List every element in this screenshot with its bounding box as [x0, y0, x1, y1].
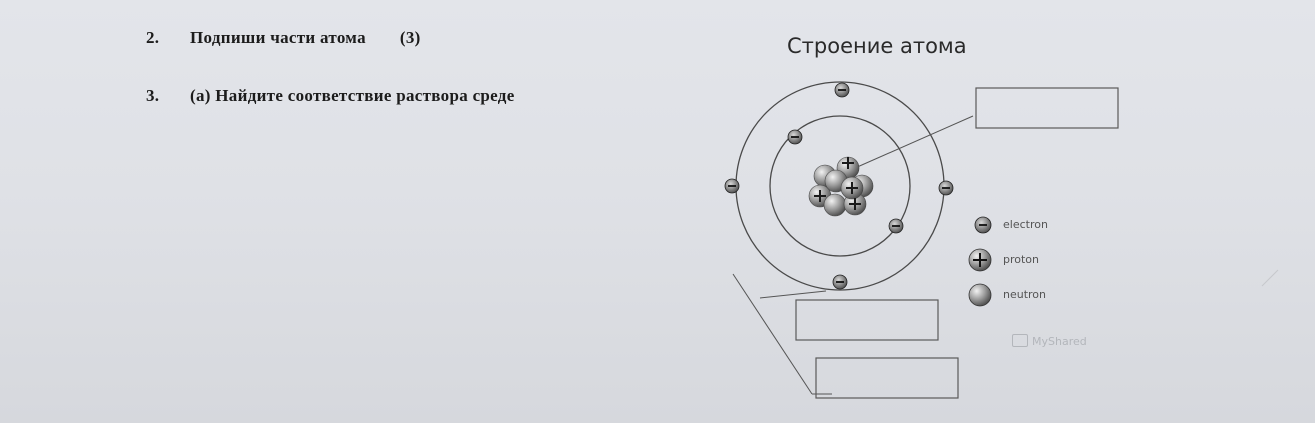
leader-line-top	[854, 115, 974, 169]
electron	[834, 82, 850, 98]
leader-line-diagonal	[732, 273, 813, 395]
paper-mark	[1261, 269, 1279, 287]
electron	[938, 180, 954, 196]
electron-icon	[974, 216, 992, 234]
proton-icon	[968, 248, 992, 272]
watermark-text: MyShared	[1032, 335, 1087, 348]
electron	[787, 129, 803, 145]
electron	[724, 178, 740, 194]
nucleon	[823, 193, 847, 217]
proton-sign	[814, 157, 861, 210]
task-2: 2. Подпиши части атома (3)	[146, 28, 421, 48]
neutron-icon	[968, 283, 992, 307]
electron	[832, 274, 848, 290]
task-2-text: Подпиши части атома	[190, 28, 366, 47]
answer-box-top[interactable]	[975, 87, 1119, 129]
watermark: MyShared	[1012, 334, 1087, 348]
myshared-logo-icon	[1012, 334, 1028, 347]
task-2-points: (3)	[399, 28, 421, 47]
task-2-number: 2.	[146, 28, 160, 47]
legend-neutron-label: neutron	[1003, 288, 1047, 301]
answer-box-middle[interactable]	[795, 299, 939, 341]
legend-proton-label: proton	[1003, 253, 1040, 266]
electron	[888, 218, 904, 234]
nucleus	[808, 156, 874, 217]
figure-title: Строение атома	[787, 34, 967, 58]
legend-electron-label: electron	[1003, 218, 1048, 231]
answer-box-bottom[interactable]	[815, 357, 959, 399]
task-3-text: (а) Найдите соответствие раствора среде	[190, 86, 515, 105]
inner-orbit	[769, 115, 911, 257]
task-3: 3. (а) Найдите соответствие раствора сред…	[146, 86, 515, 106]
task-3-number: 3.	[146, 86, 160, 105]
leader-line-bottom	[759, 290, 827, 299]
